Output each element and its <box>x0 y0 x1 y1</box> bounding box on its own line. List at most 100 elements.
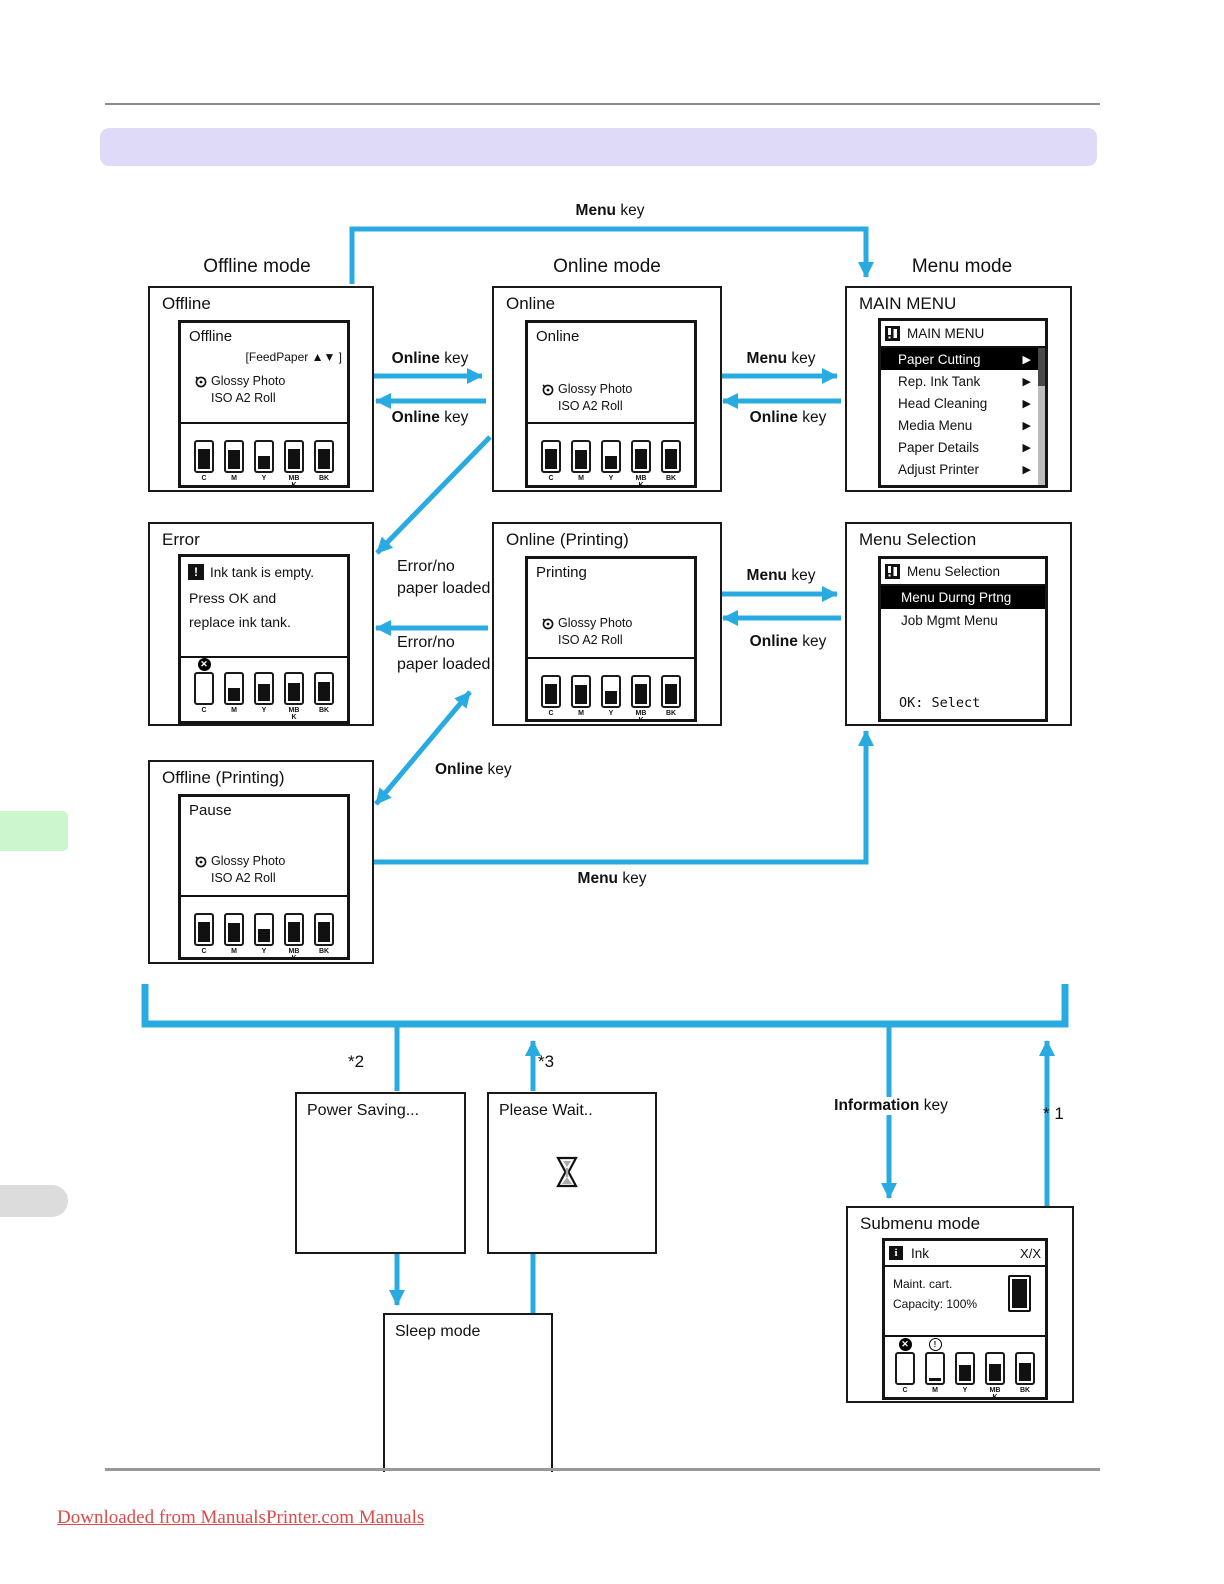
menu-header-label: Menu Selection <box>907 564 1001 579</box>
ink-tank-c: C <box>539 426 563 489</box>
key-suffix: key <box>787 350 816 367</box>
key-suffix: key <box>797 409 827 426</box>
menu-item-label: Paper Cutting <box>898 351 981 367</box>
tank-fill-level <box>318 921 330 942</box>
menu-key-label-1: Menu key <box>747 350 816 368</box>
submenu-arrow-icon: ▶ <box>1022 397 1031 410</box>
key-name: Menu <box>575 202 617 219</box>
menu-item-label: Job Mgmt Menu <box>901 613 998 628</box>
tank-label: BK <box>318 475 330 482</box>
menu-item-paper-details: Paper Details ▶ <box>881 436 1038 458</box>
tank-label: MBK <box>635 475 647 489</box>
offline-mode-header: Offline mode <box>203 256 311 277</box>
label-line: Error/no <box>397 558 455 575</box>
ink-tank-mbk: MBK <box>983 1338 1007 1401</box>
wire-online-to-error <box>375 435 492 555</box>
lcd-divider <box>528 657 694 659</box>
submenu-arrow-icon: ▶ <box>1022 375 1031 388</box>
ink-tank-bk: BK <box>1013 1338 1037 1401</box>
submenu-arrow-icon: ▶ <box>1022 353 1031 366</box>
lcd-main-menu: MAIN MENU Paper Cutting▶ Rep. Ink Tank▶ … <box>878 318 1048 488</box>
menu-mode-header: Menu mode <box>911 256 1013 277</box>
tank-body <box>661 675 681 708</box>
key-name: Menu <box>746 350 788 367</box>
key-suffix: key <box>618 870 647 887</box>
tank-fill-level <box>258 683 270 701</box>
tank-body <box>895 1352 915 1385</box>
tank-body <box>985 1352 1005 1385</box>
menu-item-menu-durng-prtng: Menu Durng Prtng <box>881 586 1045 609</box>
menu-selection-panel: Menu Selection Menu Selection Menu Durng… <box>845 522 1072 726</box>
tank-label: Y <box>962 1387 968 1394</box>
tank-fill-level <box>1019 1363 1031 1381</box>
ink-tank-mbk: MBK <box>282 658 306 721</box>
tank-body <box>194 913 214 946</box>
ink-tank-bk: BK <box>312 658 336 721</box>
tank-label: C <box>201 948 207 955</box>
cross-badge-icon: ✕ <box>197 658 211 671</box>
lcd-media-info: Glossy Photo ISO A2 Roll <box>194 853 285 887</box>
tank-label: M <box>231 707 237 714</box>
menu-item-label: Media Menu <box>898 417 973 433</box>
key-name: Online <box>391 409 440 426</box>
lcd-divider <box>528 422 694 424</box>
media-size: ISO A2 Roll <box>211 871 276 885</box>
media-row: Glossy Photo <box>194 373 285 390</box>
footer-download-link[interactable]: Downloaded from ManualsPrinter.com Manua… <box>57 1507 425 1528</box>
tank-label: C <box>201 707 207 714</box>
lcd-divider <box>181 656 347 658</box>
main-menu-panel: MAIN MENU MAIN MENU Paper Cutting▶ Rep. … <box>845 286 1072 492</box>
tank-label: BK <box>318 948 330 955</box>
cross-badge-icon: ✕ <box>898 1338 912 1351</box>
key-name: Menu <box>746 567 788 584</box>
tank-label: MBK <box>288 475 300 489</box>
lcd-media-info: Glossy Photo ISO A2 Roll <box>541 381 632 415</box>
lcd-menu-header: MAIN MENU <box>881 321 1045 348</box>
label-line: Error/no <box>397 634 455 651</box>
error-message-line-1: ! Ink tank is empty. <box>188 564 314 580</box>
panel-title: Online <box>506 294 556 313</box>
please-wait-panel: Please Wait.. <box>487 1092 657 1254</box>
ink-tank-bk: BK <box>312 426 336 489</box>
menu-item-job-mgmt-menu: Job Mgmt Menu <box>881 609 1045 632</box>
ink-tank-bk: BK <box>312 899 336 962</box>
tank-body <box>571 440 591 473</box>
menu-item-label: Head Cleaning <box>898 395 988 411</box>
key-name: Information <box>834 1097 920 1114</box>
tank-body <box>661 440 681 473</box>
submenu-header-label: Ink <box>911 1245 930 1261</box>
online-key-label-2: Online key <box>392 409 469 427</box>
tank-fill-level <box>318 448 330 469</box>
tank-body <box>314 913 334 946</box>
key-name: Online <box>749 409 798 426</box>
error-text: Ink tank is empty. <box>210 564 315 580</box>
media-name: Glossy Photo <box>558 382 633 396</box>
menu-item-label: Rep. Ink Tank <box>898 373 981 389</box>
ink-tank-y: Y <box>252 426 276 489</box>
footnote-star2: *2 <box>348 1052 365 1071</box>
tank-fill-level <box>228 449 240 469</box>
lcd-status-line: Offline <box>189 328 233 345</box>
tank-label: BK <box>665 710 677 717</box>
offline-screen-panel: Offline Offline [FeedPaper ▲▼ ] Glossy P… <box>148 286 374 492</box>
tank-body <box>224 913 244 946</box>
ink-tank-mbk: MBK <box>282 899 306 962</box>
page-counter: X/X <box>1020 1245 1041 1261</box>
key-name: Menu <box>577 870 619 887</box>
panel-title: Online (Printing) <box>506 530 629 549</box>
lcd-media-info: Glossy Photo ISO A2 Roll <box>541 615 632 649</box>
menu-scrollbar <box>1038 348 1045 485</box>
tank-body <box>284 440 304 473</box>
lcd-status-line: Pause <box>189 802 232 819</box>
roll-media-icon <box>195 376 207 388</box>
submenu-arrow-icon: ▶ <box>1022 441 1031 454</box>
bottom-rule <box>105 1468 1100 1471</box>
tank-body <box>254 913 274 946</box>
menu-item-rep-ink-tank: Rep. Ink Tank ▶ <box>881 370 1038 392</box>
menu-item-label: Paper Details <box>898 439 980 455</box>
online-screen-panel: Online Online Glossy Photo ISO A2 Roll C… <box>492 286 722 492</box>
